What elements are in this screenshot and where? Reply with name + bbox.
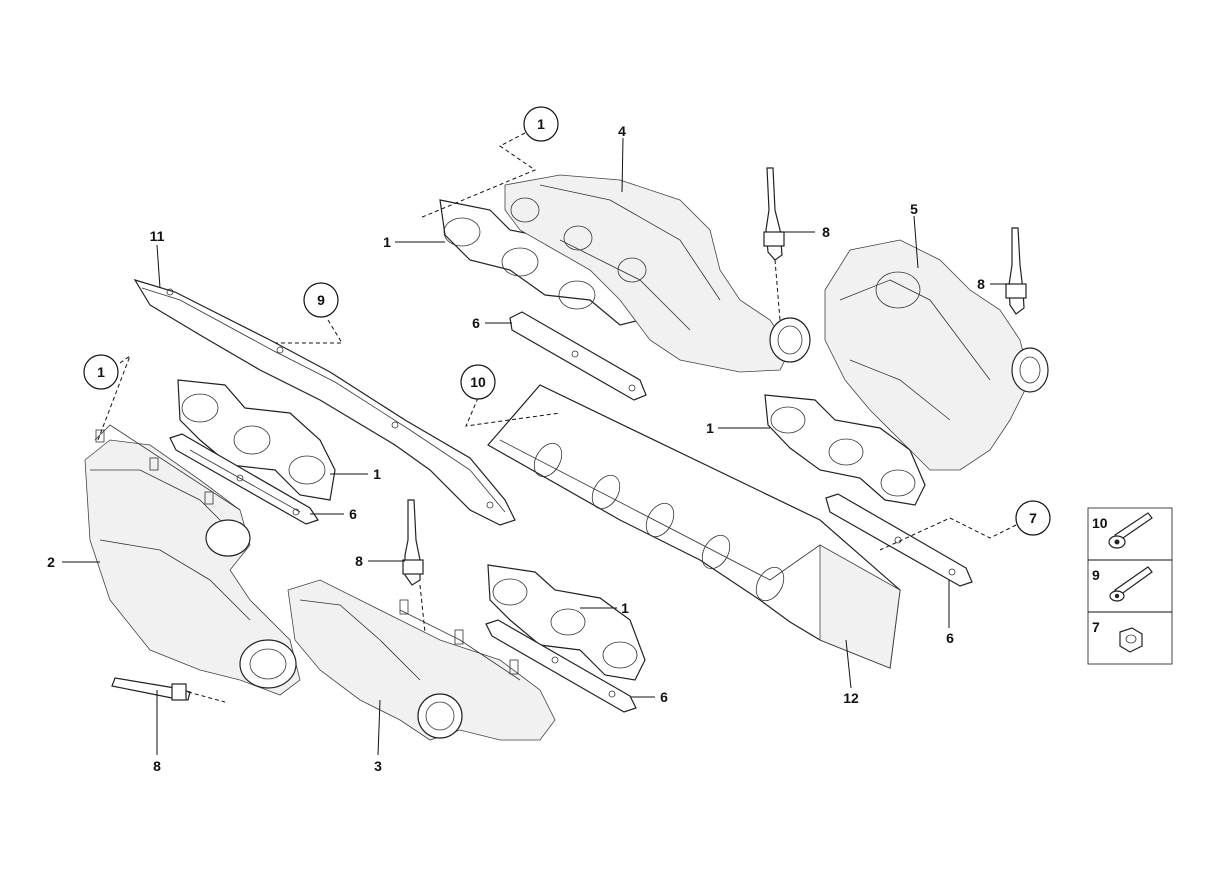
oxygen-sensor-bottom-left[interactable] <box>111 677 226 703</box>
svg-text:1: 1 <box>537 116 545 132</box>
label-8-bottom: 8 <box>153 758 161 774</box>
retainer-bar-left[interactable] <box>169 433 319 525</box>
fastener-legend: 10 9 7 <box>1087 507 1173 665</box>
label-1-left: 1 <box>373 466 381 482</box>
legend-label-9: 9 <box>1092 567 1100 583</box>
heat-shield-panel[interactable] <box>487 384 901 669</box>
label-8-top: 8 <box>822 224 830 240</box>
label-1-top: 1 <box>383 234 391 250</box>
svg-text:1: 1 <box>97 364 105 380</box>
leader-lines <box>62 137 1010 756</box>
oxygen-sensor-top[interactable] <box>763 167 785 321</box>
label-5: 5 <box>910 201 918 217</box>
label-12: 12 <box>843 690 859 706</box>
label-2: 2 <box>47 554 55 570</box>
exhaust-manifold-3[interactable] <box>287 579 556 741</box>
dashed-reference-lines <box>97 132 1017 551</box>
retainer-bar-center[interactable] <box>485 619 637 713</box>
label-6-right: 6 <box>946 630 954 646</box>
exhaust-manifold-4[interactable] <box>504 174 811 373</box>
oxygen-sensor-right[interactable] <box>1005 227 1027 315</box>
label-3: 3 <box>374 758 382 774</box>
label-1-right: 1 <box>706 420 714 436</box>
label-8-center: 8 <box>355 553 363 569</box>
exhaust-manifold-5[interactable] <box>824 239 1049 471</box>
gasket-top[interactable] <box>439 199 641 326</box>
label-6-center: 6 <box>660 689 668 705</box>
legend-label-7: 7 <box>1092 619 1100 635</box>
circle-callout-9: 9 <box>303 282 339 318</box>
flange-bolt-icon <box>1108 512 1153 549</box>
circle-callout-1-left: 1 <box>83 354 119 390</box>
gasket-left[interactable] <box>177 379 336 501</box>
svg-text:7: 7 <box>1029 510 1037 526</box>
circle-callout-1-top: 1 <box>523 106 559 142</box>
label-8-right: 8 <box>977 276 985 292</box>
svg-text:10: 10 <box>470 374 486 390</box>
hex-nut-icon <box>1119 627 1143 653</box>
circle-callout-7: 7 <box>1015 500 1051 536</box>
label-4: 4 <box>618 123 626 139</box>
heat-shield-strip[interactable] <box>133 278 516 526</box>
label-1-center: 1 <box>621 600 629 616</box>
retainer-bar-top[interactable] <box>509 311 647 401</box>
label-11: 11 <box>150 228 165 244</box>
svg-text:9: 9 <box>317 292 325 308</box>
oxygen-sensor-center[interactable] <box>402 499 431 681</box>
bolt-icon <box>1109 566 1153 602</box>
label-6-top: 6 <box>472 315 480 331</box>
legend-label-10: 10 <box>1092 515 1108 531</box>
gasket-center[interactable] <box>487 564 646 681</box>
circle-callout-10: 10 <box>460 364 496 400</box>
gasket-right[interactable] <box>764 394 926 506</box>
label-6-left: 6 <box>349 506 357 522</box>
exhaust-manifold-2[interactable] <box>84 424 301 696</box>
